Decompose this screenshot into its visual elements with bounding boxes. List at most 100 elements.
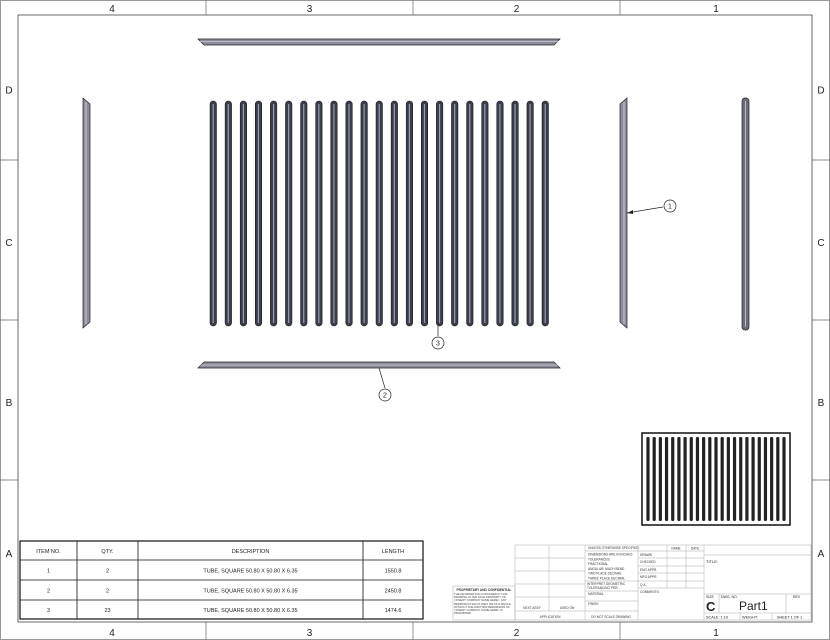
iso-bar: [751, 437, 755, 521]
side-view-bar: [741, 97, 750, 331]
bom-cell: 3: [47, 608, 50, 614]
cross-bar: [300, 100, 308, 327]
iso-bar: [763, 437, 768, 521]
cross-bar: [436, 100, 444, 327]
left-rail: [82, 97, 91, 329]
cross-bar: [466, 100, 474, 327]
bom-cell: TUBE, SQUARE 50.80 X 50.80 X 6.35: [203, 608, 297, 614]
scale-label: SCALE: 1:10: [706, 616, 728, 620]
iso-bar: [702, 437, 706, 521]
iso-bar: [739, 437, 743, 521]
dwg-no-label: DWG. NO.: [721, 595, 738, 599]
balloon-1-label: 1: [668, 204, 672, 211]
bom-cell: 1: [47, 569, 50, 575]
bom-cell: 2: [106, 589, 109, 595]
date-header: DATE: [691, 547, 699, 551]
comments-label: COMMENTS:: [640, 590, 660, 594]
cross-bar: [224, 100, 232, 327]
iso-bar: [782, 437, 786, 521]
zone-row-label: D: [817, 86, 824, 97]
zone-row-label: B: [6, 398, 13, 409]
iso-bar: [689, 437, 693, 521]
iso-bar: [671, 437, 675, 521]
iso-bar: [770, 437, 774, 521]
iso-bar: [652, 437, 656, 521]
application-label: APPLICATION: [540, 615, 562, 619]
cross-bar: [511, 100, 519, 327]
cross-bar: [239, 100, 247, 327]
iso-bar: [708, 437, 712, 521]
zone-column-label: 4: [109, 628, 115, 639]
unless-label: UNLESS OTHERWISE SPECIFIED:: [588, 546, 640, 550]
tolerances-label: TOLERANCES:: [588, 557, 611, 561]
cross-bar: [270, 100, 278, 327]
rev-label: REV: [793, 595, 801, 599]
balloon-1: 1: [626, 199, 677, 214]
zone-column-label: 1: [713, 4, 719, 15]
bottom-rail: [197, 361, 561, 369]
bom-cell: 1550.8: [385, 569, 402, 575]
cross-bar: [315, 100, 323, 327]
cross-bar: [360, 100, 368, 327]
cross-bar: [496, 100, 504, 327]
dwg-no-value: Part1: [739, 599, 768, 613]
bom-header: QTY.: [101, 549, 114, 555]
bom-cell: 23: [104, 608, 110, 614]
drawing-views: 1 2 3: [82, 38, 791, 526]
zone-row-label: C: [5, 238, 12, 249]
balloon-3: 3: [431, 322, 445, 350]
cross-bar: [285, 100, 293, 327]
bom-cell: TUBE, SQUARE 50.80 X 50.80 X 6.35: [203, 589, 297, 595]
bom-cell: 2: [47, 589, 50, 595]
iso-bar: [677, 437, 681, 521]
iso-bar: [646, 437, 650, 521]
zone-column-label: 2: [514, 628, 520, 639]
size-value: C: [706, 599, 716, 614]
zone-column-label: 3: [307, 4, 313, 15]
cross-bar: [209, 100, 217, 327]
qa-label: Q.A.: [640, 583, 646, 587]
proprietary-heading: PROPRIETARY AND CONFIDENTIAL: [457, 588, 512, 592]
iso-bar: [720, 437, 724, 521]
iso-bar: [726, 437, 730, 521]
top-rail: [197, 38, 561, 46]
iso-bar: [745, 437, 749, 521]
name-header: NAME: [671, 547, 680, 551]
iso-bar: [757, 437, 761, 521]
weight-label: WEIGHT:: [742, 616, 758, 620]
zone-row-label: A: [818, 549, 825, 560]
balloon-2: 2: [378, 367, 392, 402]
dims-label: DIMENSIONS ARE IN INCHES: [588, 553, 632, 557]
iso-bar: [664, 437, 669, 521]
zone-column-label: 1: [713, 628, 719, 639]
balloon-3-label: 3: [436, 341, 440, 348]
sheet-label: SHEET 1 OF 1: [777, 616, 802, 620]
cross-bar: [330, 100, 338, 327]
bom-header: ITEM NO.: [36, 549, 61, 555]
zone-column-label: 2: [514, 4, 520, 15]
zone-column-label: 4: [109, 4, 115, 15]
proprietary-text: THE INFORMATION CONTAINED IN THIS DRAWIN…: [454, 593, 511, 616]
iso-bar: [695, 437, 700, 521]
mfg-appr-label: MFG APPR.: [640, 575, 657, 579]
two-place-label: TWO PLACE DECIMAL: [588, 572, 622, 576]
bom-header: LENGTH: [382, 549, 404, 555]
title-block: PROPRIETARY AND CONFIDENTIAL THE INFORMA…: [452, 544, 812, 621]
iso-bar: [714, 437, 718, 521]
bom-cell: 2450.8: [385, 589, 402, 595]
finish-label: FINISH: [588, 602, 599, 606]
cross-bar: [421, 100, 429, 327]
zone-row-label: B: [818, 398, 825, 409]
three-place-label: THREE PLACE DECIMAL: [588, 577, 625, 581]
used-on-label: USED ON: [560, 606, 575, 610]
next-assy-label: NEXT ASSY: [523, 606, 542, 610]
iso-bar: [776, 437, 780, 521]
cross-bars: [209, 100, 549, 327]
sheet-inner-border: [17, 14, 813, 623]
material-label: MATERIAL: [588, 592, 604, 596]
iso-bar: [683, 437, 687, 521]
